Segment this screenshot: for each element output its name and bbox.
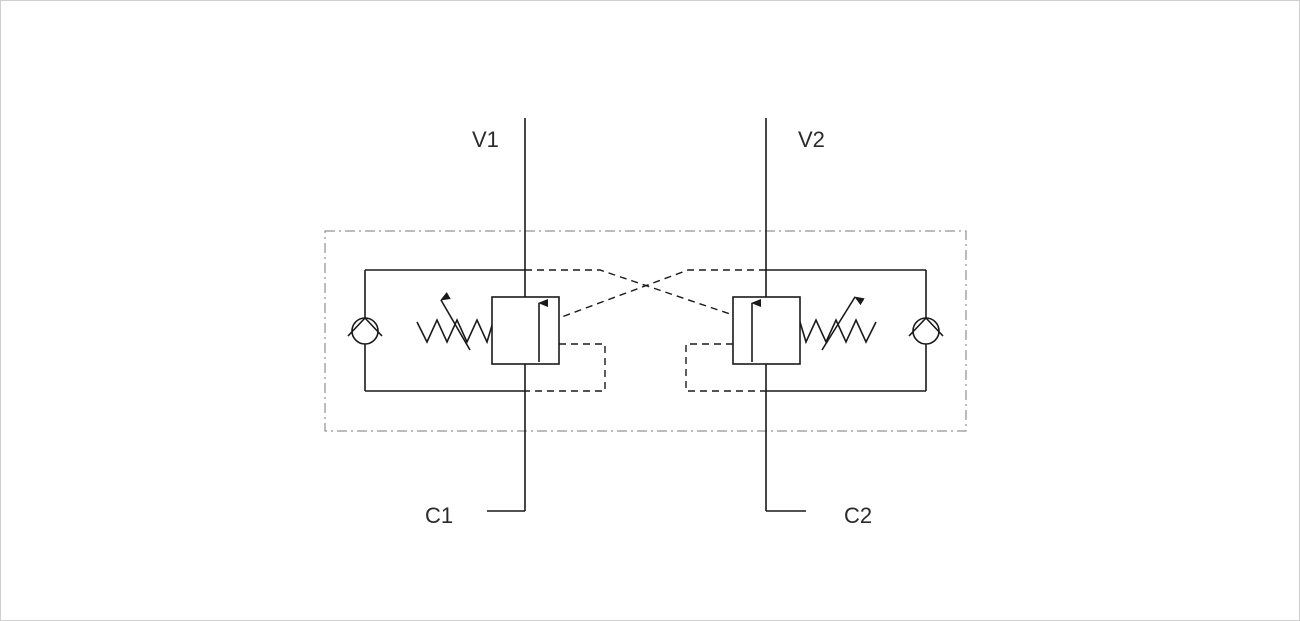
pilot-lines [525, 269, 766, 392]
valve-enclosure [324, 230, 967, 432]
left-adjustable-spring-icon [416, 292, 494, 351]
port-label-v1: V1 [472, 127, 499, 152]
right-main-line [765, 118, 806, 512]
port-label-v2: V2 [798, 127, 825, 152]
left-circuit-loop [364, 269, 525, 392]
right-adjustable-spring-icon [799, 296, 877, 351]
right-check-valve-icon [908, 316, 944, 345]
port-label-c1: C1 [425, 503, 453, 528]
right-circuit-loop [766, 269, 927, 392]
left-valve-body [491, 296, 560, 365]
left-main-line [487, 118, 526, 512]
left-check-valve-icon [347, 316, 383, 345]
port-label-c2: C2 [844, 503, 872, 528]
right-valve-body [732, 296, 801, 365]
